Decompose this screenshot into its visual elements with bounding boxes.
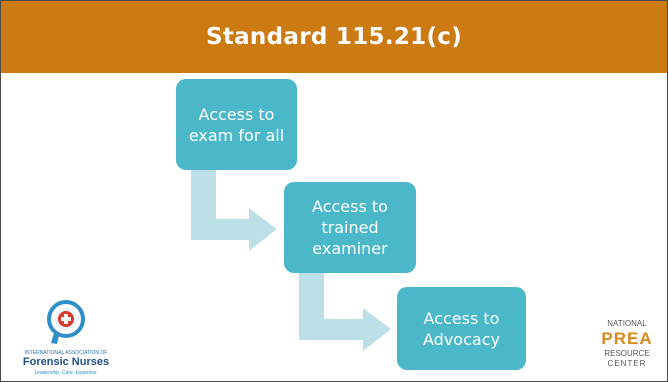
title-bar: Standard 115.21(c): [1, 1, 667, 73]
step-box-exam: Access to exam for all: [176, 79, 297, 170]
iafn-name: Forensic Nurses: [23, 356, 109, 368]
prea-line-center: CENTER: [608, 359, 647, 368]
slide-title: Standard 115.21(c): [205, 24, 463, 50]
prea-line-resource: RESOURCE: [604, 349, 649, 358]
step-label-exam: Access to exam for all: [188, 104, 285, 145]
iafn-tagline: Leadership. Care. Expertise.: [34, 370, 97, 376]
magnifier-icon: [47, 300, 85, 344]
prea-logo: NATIONAL PREA RESOURCE CENTER: [601, 319, 652, 368]
step-box-examiner: Access to trained examiner: [284, 182, 416, 273]
step-box-advocacy: Access to Advocacy: [397, 287, 526, 370]
prea-line-national: NATIONAL: [607, 319, 647, 328]
step-label-examiner: Access to trained examiner: [312, 197, 388, 258]
iafn-org-line: INTERNATIONAL ASSOCIATION OF: [25, 350, 108, 356]
iafn-logo: INTERNATIONAL ASSOCIATION OF Forensic Nu…: [23, 300, 109, 376]
connector-arrow-2: [299, 271, 391, 351]
connector-arrow-1: [191, 168, 277, 251]
step-label-advocacy: Access to Advocacy: [423, 308, 500, 349]
prea-line-prea: PREA: [601, 329, 652, 348]
